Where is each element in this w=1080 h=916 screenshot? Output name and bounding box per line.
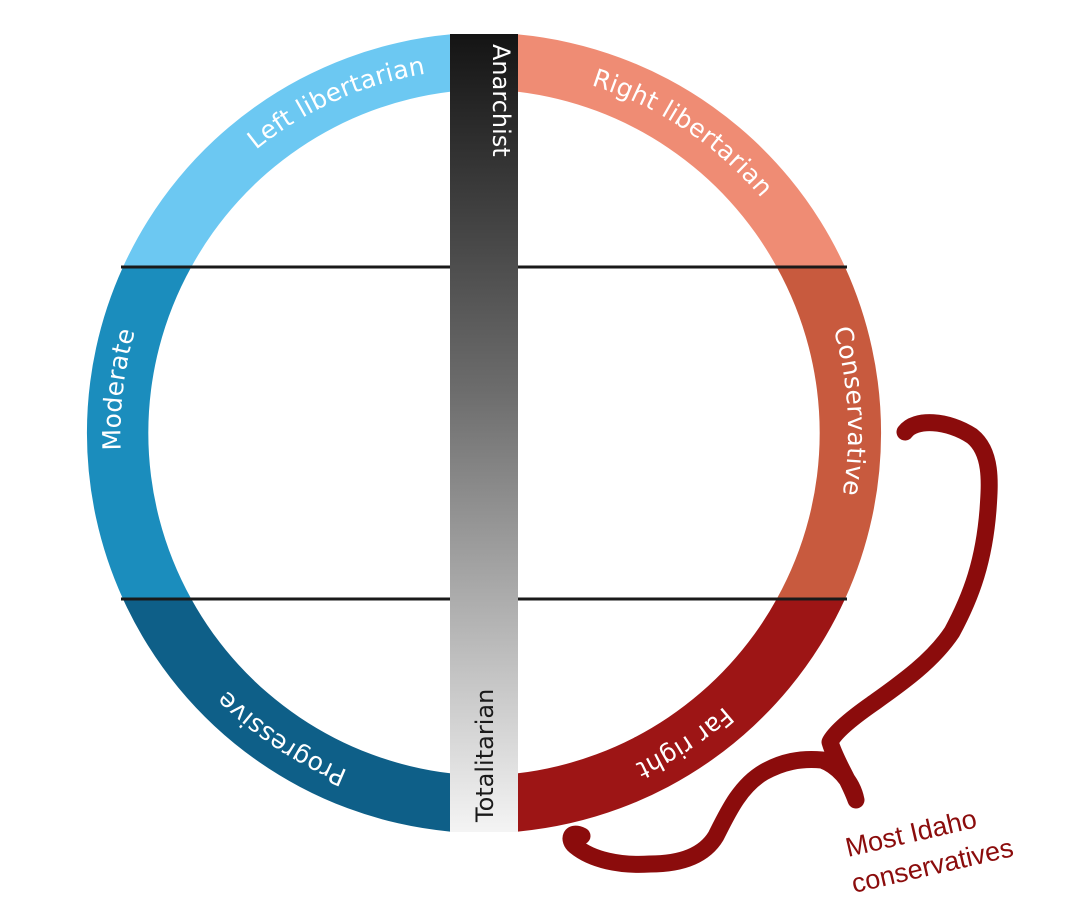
segment-right-libertarian — [518, 34, 845, 268]
segment-progressive — [123, 599, 450, 832]
axis-label-totalitarian: Totalitarian — [471, 689, 499, 823]
axis-label-anarchist: Anarchist — [487, 44, 515, 157]
segment-left-libertarian — [123, 34, 450, 268]
segment-moderate — [86, 267, 192, 599]
segment-far-right — [518, 599, 845, 832]
label-right-libertarian: Right libertarian — [589, 63, 779, 202]
authority-axis-bar — [450, 34, 518, 832]
segment-conservative — [776, 267, 882, 599]
hand-drawn-bracket — [562, 414, 998, 873]
